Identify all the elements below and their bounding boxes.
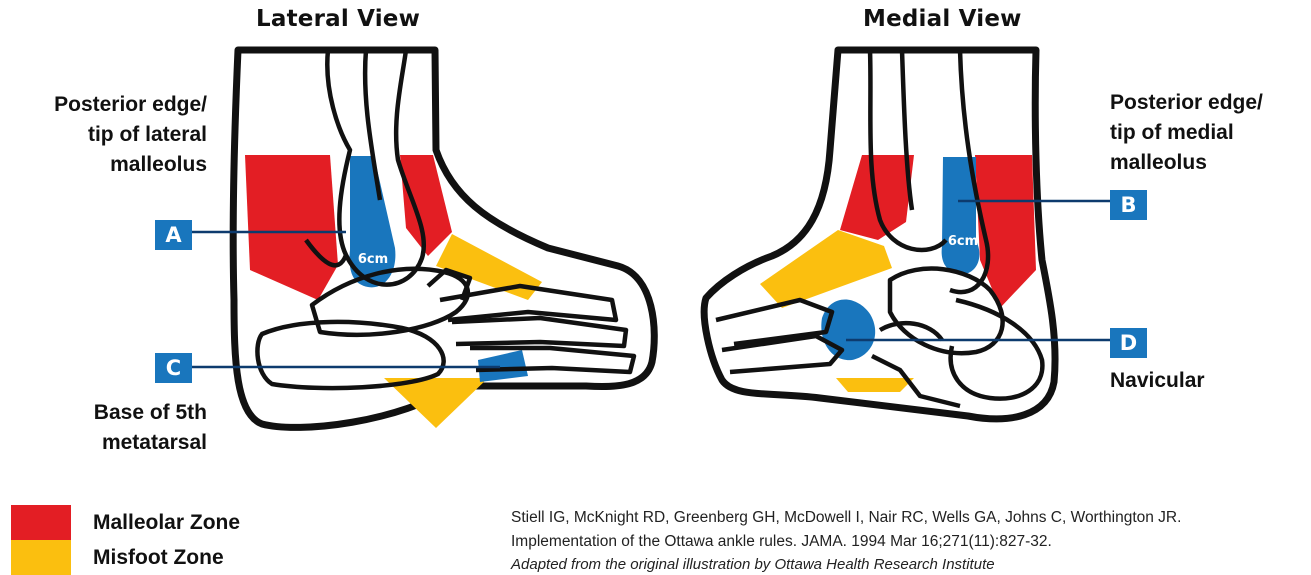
label-navicular: Navicular — [1110, 366, 1205, 396]
marker-c: C — [155, 353, 192, 383]
marker-b: B — [1110, 190, 1147, 220]
label-line: Posterior edge/ — [1110, 88, 1263, 118]
legend-label: Misfoot Zone — [93, 546, 224, 570]
legend-misfoot-zone: Misfoot Zone — [11, 540, 224, 575]
citation-line: Implementation of the Ottawa ankle rules… — [511, 530, 1181, 554]
marker-d: D — [1110, 328, 1147, 358]
legend-malleolar-zone: Malleolar Zone — [11, 505, 240, 540]
citation-line: Stiell IG, McKnight RD, Greenberg GH, Mc… — [511, 506, 1181, 530]
legend-swatch-yellow — [11, 540, 71, 575]
label-line: metatarsal — [94, 428, 207, 458]
label-line: tip of medial — [1110, 118, 1263, 148]
label-fifth-metatarsal: Base of 5th metatarsal — [94, 398, 207, 458]
label-line: malleolus — [1110, 148, 1263, 178]
citation: Stiell IG, McKnight RD, Greenberg GH, Mc… — [511, 506, 1181, 554]
label-line: Navicular — [1110, 366, 1205, 396]
label-lateral-malleolus: Posterior edge/ tip of lateral malleolus — [54, 90, 207, 180]
marker-a: A — [155, 220, 192, 250]
medial-foot-drawing: 6cm — [704, 50, 1055, 419]
label-line: Posterior edge/ — [54, 90, 207, 120]
illustration-credit: Adapted from the original illustration b… — [511, 556, 995, 573]
medial-measure-label: 6cm — [948, 234, 978, 249]
label-medial-malleolus: Posterior edge/ tip of medial malleolus — [1110, 88, 1263, 178]
label-line: tip of lateral — [54, 120, 207, 150]
label-line: Base of 5th — [94, 398, 207, 428]
lateral-foot-drawing: 6cm — [233, 50, 654, 428]
label-line: malleolus — [54, 150, 207, 180]
legend-swatch-red — [11, 505, 71, 540]
legend-label: Malleolar Zone — [93, 511, 240, 535]
lateral-measure-label: 6cm — [358, 252, 388, 267]
